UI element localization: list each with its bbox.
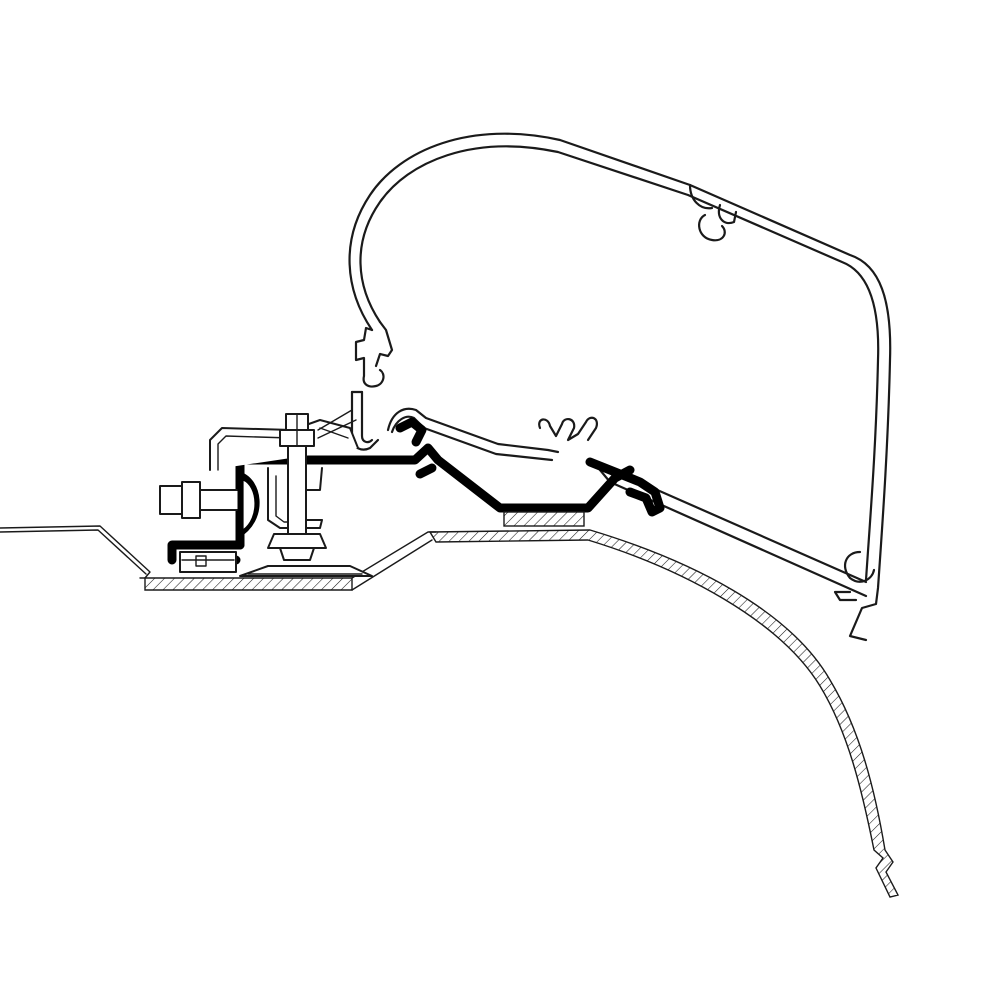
clamp-bracket-icon	[209, 419, 359, 529]
vehicle-roof-panel-icon	[0, 525, 900, 898]
link-line-icon	[317, 409, 357, 439]
side-bolt-icon	[159, 471, 260, 539]
rubber-pad-icon	[503, 511, 585, 527]
bolt-and-nut-icon	[239, 413, 373, 577]
cassette-rear-hook-icon	[350, 320, 560, 462]
awning-cassette-housing-icon	[348, 132, 892, 642]
rail-clip-icon	[538, 416, 598, 442]
lower-clamp-foot-icon	[179, 551, 237, 573]
